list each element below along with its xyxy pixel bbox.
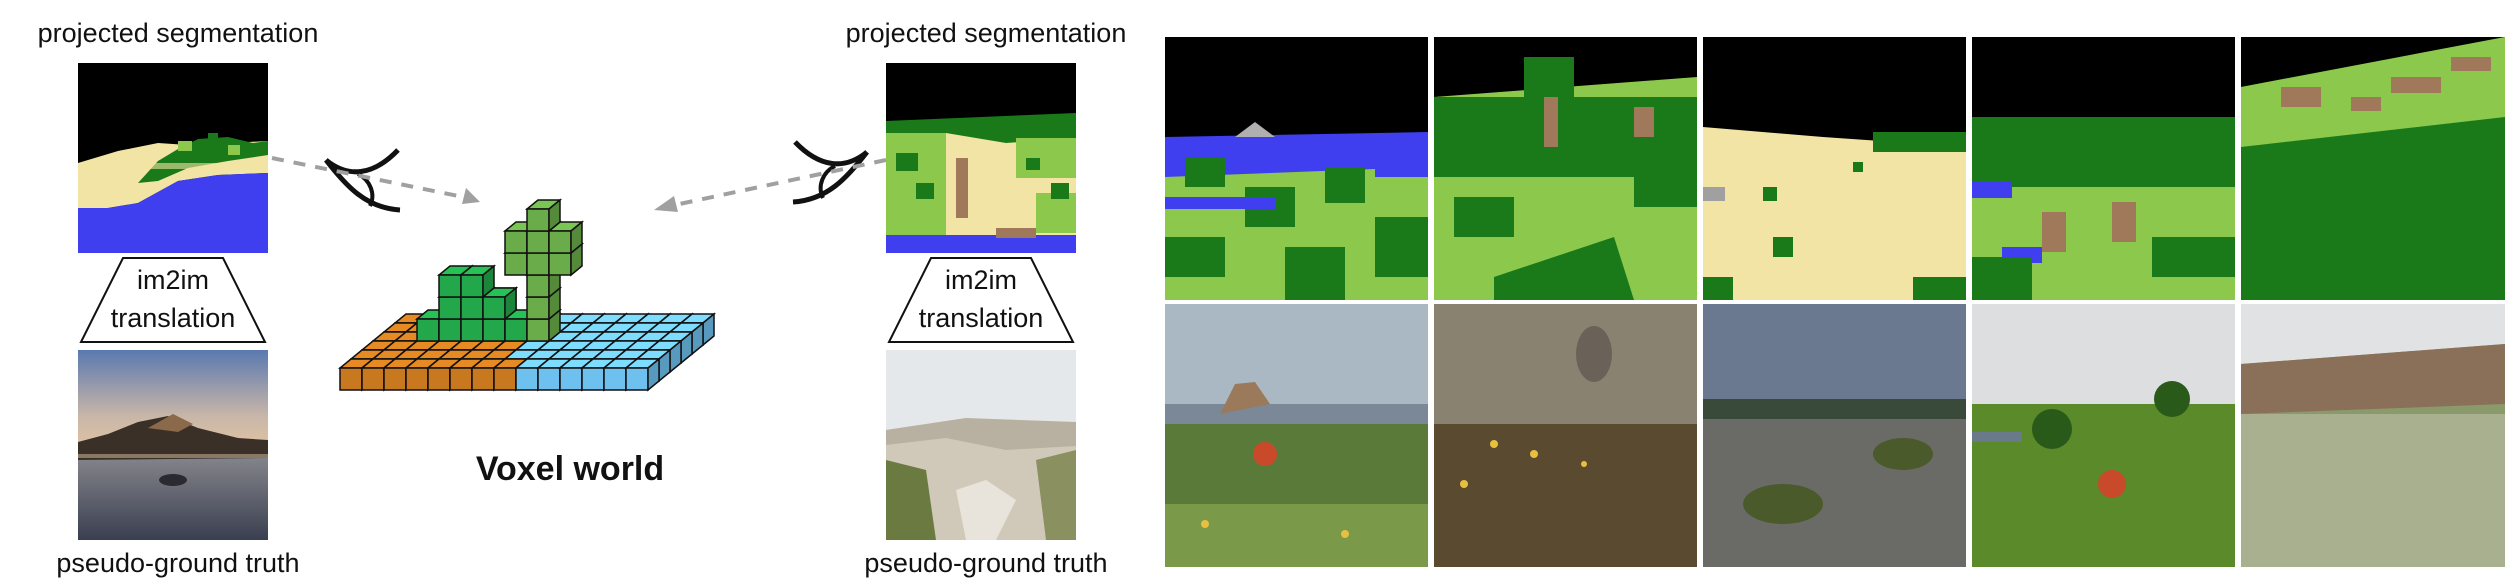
right-eye-icon xyxy=(792,140,869,205)
tree-voxel xyxy=(524,198,563,233)
left-im2im-trapezoid: im2im translation xyxy=(78,255,268,345)
hill-voxel xyxy=(458,264,497,299)
grid-photo-2 xyxy=(1434,304,1697,567)
voxel-world-title: Voxel world xyxy=(475,450,665,488)
grid-segmentation-2 xyxy=(1434,37,1697,300)
grid-segmentation-1 xyxy=(1165,37,1428,300)
left-pseudo-ground-truth-image xyxy=(78,350,268,540)
results-grid xyxy=(1165,37,2505,567)
left-trap-line1: im2im xyxy=(137,265,209,295)
left-view-arrow xyxy=(271,156,480,204)
right-pseudo-ground-truth-image xyxy=(886,350,1076,540)
right-im2im-trapezoid: im2im translation xyxy=(886,255,1076,345)
grid-photo-3 xyxy=(1703,304,1966,567)
grid-photo-5 xyxy=(2241,304,2505,567)
left-trap-line2: translation xyxy=(110,303,236,333)
right-trap-line2: translation xyxy=(918,303,1044,333)
right-segmentation-image xyxy=(886,63,1076,253)
floor-voxel-water xyxy=(623,357,662,392)
grid-photo-4 xyxy=(1972,304,2235,567)
grid-segmentation-3 xyxy=(1703,37,1966,300)
right-top-label: projected segmentation xyxy=(845,18,1127,48)
left-segmentation-image xyxy=(78,63,268,253)
left-top-label: projected segmentation xyxy=(37,18,319,48)
right-view-arrow xyxy=(654,158,887,212)
grid-photo-1 xyxy=(1165,304,1428,567)
left-bottom-label: pseudo-ground truth xyxy=(56,548,300,578)
grid-segmentation-4 xyxy=(1972,37,2235,300)
voxel-world-diagram xyxy=(337,198,717,392)
hill-voxel xyxy=(480,286,519,321)
grid-segmentation-5 xyxy=(2241,37,2505,300)
right-bottom-label: pseudo-ground truth xyxy=(864,548,1108,578)
right-trap-line1: im2im xyxy=(945,265,1017,295)
